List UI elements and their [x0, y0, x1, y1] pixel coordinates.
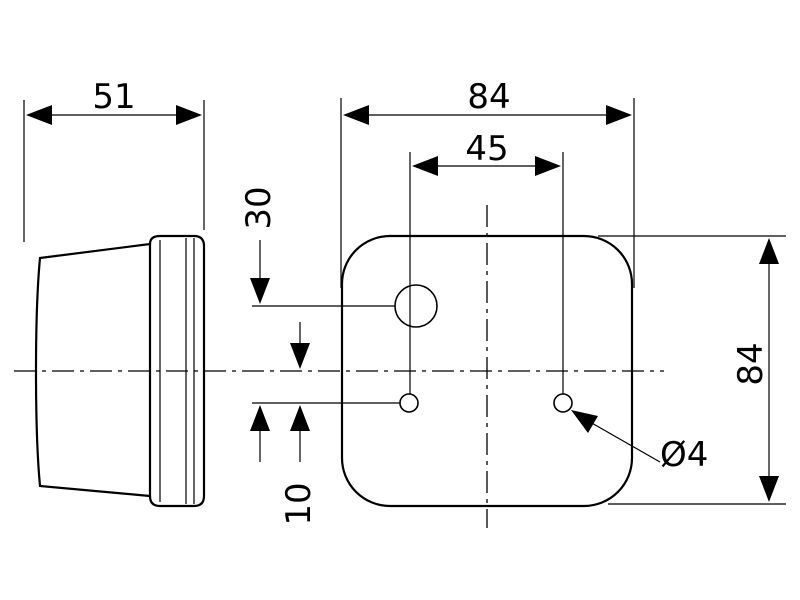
- dimension-hole-spacing: 45: [409, 129, 564, 394]
- dimension-lower-offset: 10: [250, 402, 400, 526]
- dimension-depth-label: 51: [92, 77, 135, 117]
- dimension-hole-spacing-label: 45: [465, 129, 508, 169]
- dimension-height: 84: [598, 235, 786, 505]
- dimension-height-label: 84: [731, 342, 771, 385]
- dimension-width-label: 84: [467, 77, 510, 117]
- dimension-lower-offset-label: 10: [279, 482, 319, 525]
- mounting-hole-right: [553, 393, 573, 413]
- dimension-upper-offset: 30: [239, 186, 395, 369]
- dimension-width: 84: [340, 77, 635, 288]
- dimension-depth: 51: [23, 77, 205, 242]
- hole-diameter-label: Ø4: [660, 435, 708, 475]
- hole-diameter-callout: Ø4: [571, 410, 708, 475]
- dimension-upper-offset-label: 30: [239, 186, 279, 229]
- cable-entry-hole: [394, 284, 438, 328]
- mounting-hole-left: [399, 393, 419, 413]
